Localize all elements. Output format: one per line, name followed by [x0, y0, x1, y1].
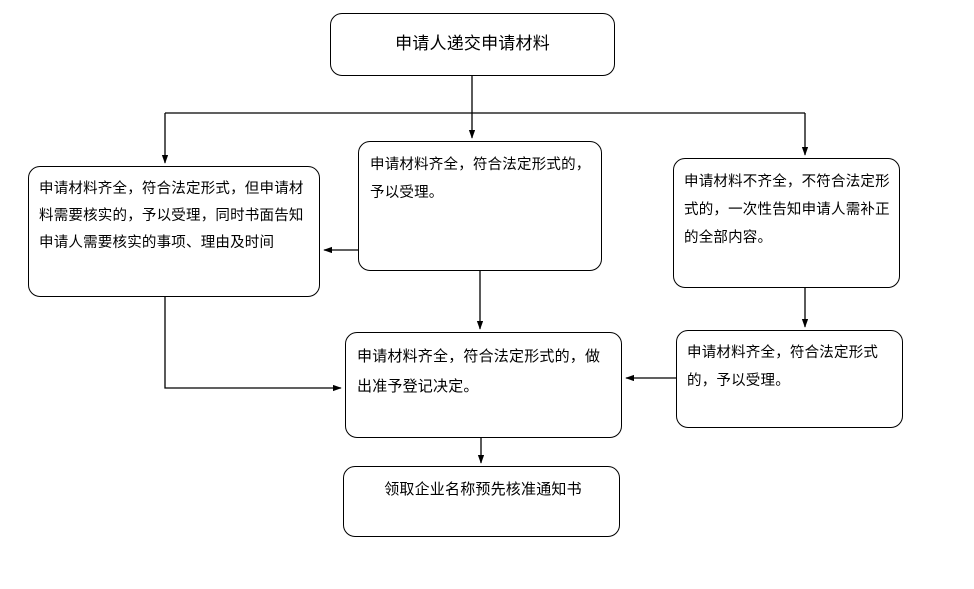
node-complete-accept-label: 申请材料齐全，符合法定形式的，予以受理。	[370, 157, 591, 201]
node-incomplete-notify-label: 申请材料不齐全，不符合法定形式的，一次性告知申请人需补正的全部内容。	[684, 174, 890, 246]
node-receive-notice-label: 领取企业名称预先核准通知书	[384, 480, 582, 498]
node-corrected-accept[interactable]	[676, 330, 903, 428]
node-complete-accept[interactable]	[358, 141, 602, 271]
node-approve-registration[interactable]	[345, 332, 622, 438]
node-complete-needs-verification[interactable]	[28, 166, 320, 297]
node-complete-needs-verification-label: 申请材料齐全，符合法定形式，但申请材料需要核实的，予以受理，同时书面告知申请人需…	[39, 181, 304, 251]
node-approve-registration-label: 申请材料齐全，符合法定形式的，做出准予登记决定。	[357, 347, 601, 395]
node-receive-notice[interactable]	[343, 466, 620, 537]
node-submit-application-label: 申请人递交申请材料	[395, 34, 550, 54]
node-submit-application[interactable]	[330, 13, 615, 76]
edge-verification-to-approve	[164, 297, 342, 392]
node-incomplete-notify[interactable]	[673, 158, 900, 288]
node-corrected-accept-label: 申请材料齐全，符合法定形式的，予以受理。	[687, 345, 879, 389]
